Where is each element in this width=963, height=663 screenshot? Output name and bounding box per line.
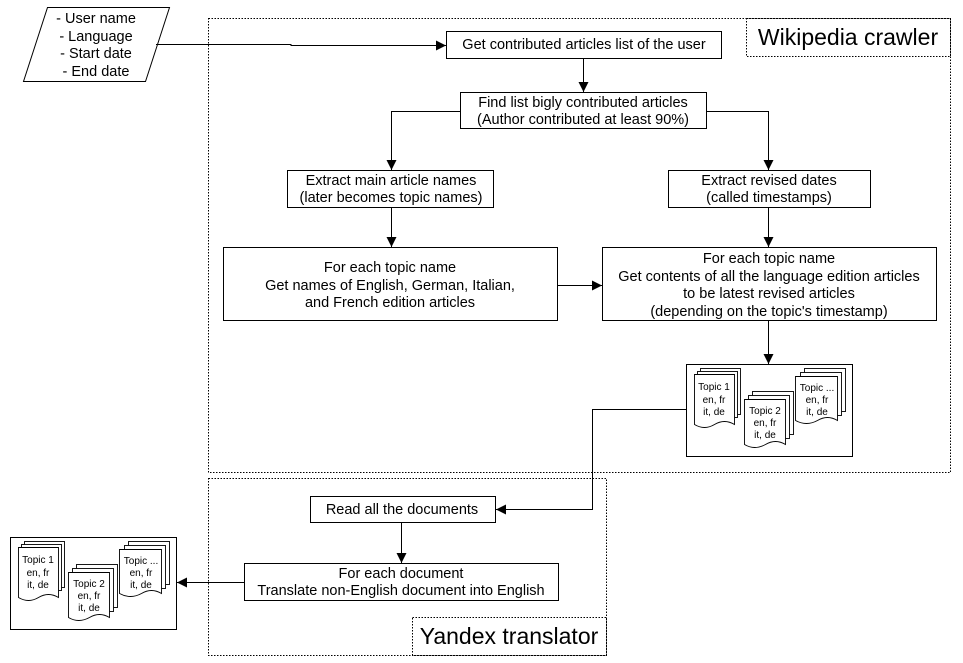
extract-dates-line1: Extract revised dates: [701, 173, 836, 189]
yandex-translator-container: [208, 478, 607, 656]
svg-text:Topic ...: Topic ...: [124, 556, 158, 567]
yandex-translator-title-box: [412, 617, 607, 656]
svg-text:en, fr: en, fr: [27, 568, 50, 579]
translate-line1: For each document: [339, 566, 464, 582]
svg-text:it, de: it, de: [703, 407, 725, 418]
svg-text:Topic ...: Topic ...: [800, 383, 834, 394]
input-end-date: - End date: [63, 64, 130, 80]
input-parameters: [22, 7, 171, 82]
svg-text:Topic 2: Topic 2: [73, 579, 105, 590]
svg-text:it, de: it, de: [27, 580, 49, 591]
arrow-find-to-extract-names: [386, 111, 460, 170]
get-contents-box: [602, 247, 937, 321]
crawled-doc-topic1: Topic 1 en, fr it, de: [694, 368, 741, 428]
translate-box: [244, 563, 559, 601]
arrow-documents-to-read: [496, 409, 686, 515]
svg-text:Topic 1: Topic 1: [22, 555, 54, 566]
svg-text:en, fr: en, fr: [78, 591, 101, 602]
svg-text:en, fr: en, fr: [754, 418, 777, 429]
extract-dates-line2: (called timestamps): [706, 190, 832, 206]
get-language-names-box: [223, 247, 558, 321]
get-contents-line4: (depending on the topic's timestamp): [650, 304, 887, 320]
translated-doc-topic1: Topic 1 en, fr it, de: [18, 541, 65, 601]
get-articles-list-box: [446, 31, 722, 59]
input-start-date: - Start date: [60, 46, 132, 62]
read-documents-text: Read all the documents: [326, 502, 478, 518]
svg-text:it, de: it, de: [754, 430, 776, 441]
yandex-translator-title: Yandex translator: [420, 623, 599, 649]
wikipedia-crawler-title-box: [746, 18, 951, 57]
svg-text:Topic 1: Topic 1: [698, 382, 730, 393]
get-language-names-line2: Get names of English, German, Italian,: [265, 278, 515, 294]
extract-names-line2: (later becomes topic names): [300, 190, 483, 206]
wikipedia-crawler-title: Wikipedia crawler: [758, 24, 939, 50]
translate-line2: Translate non-English document into Engl…: [257, 583, 544, 599]
svg-text:it, de: it, de: [806, 407, 828, 418]
svg-text:Topic 2: Topic 2: [749, 406, 781, 417]
extract-dates-box: [668, 170, 871, 208]
extract-names-box: [287, 170, 494, 208]
get-contents-line3: to be latest revised articles: [683, 286, 855, 302]
find-contributed-line2: (Author contributed at least 90%): [477, 112, 689, 128]
svg-text:en, fr: en, fr: [703, 395, 726, 406]
find-contributed-line1: Find list bigly contributed articles: [478, 95, 688, 111]
svg-text:en, fr: en, fr: [130, 568, 153, 579]
translated-doc-topic2: Topic 2 en, fr it, de: [68, 564, 118, 621]
extract-names-line1: Extract main article names: [306, 173, 477, 189]
arrow-find-to-extract-dates: [707, 111, 774, 170]
crawled-doc-topic2: Topic 2 en, fr it, de: [744, 391, 794, 448]
translated-doc-topicn: Topic ... en, fr it, de: [119, 541, 170, 597]
arrow-input-to-get-list: [156, 40, 446, 51]
get-contents-line1: For each topic name: [703, 251, 835, 267]
get-contents-line2: Get contents of all the language edition…: [618, 269, 919, 285]
input-user-name: - User name: [56, 11, 136, 27]
get-language-names-line3: and French edition articles: [305, 295, 475, 311]
get-language-names-line1: For each topic name: [324, 260, 456, 276]
read-documents-box: [310, 496, 496, 523]
svg-text:en, fr: en, fr: [806, 395, 829, 406]
crawled-doc-topicn: Topic ... en, fr it, de: [795, 368, 846, 424]
find-contributed-box: [460, 92, 707, 129]
get-articles-list-text: Get contributed articles list of the use…: [462, 37, 706, 53]
wikipedia-crawler-container: [208, 18, 951, 473]
svg-text:it, de: it, de: [78, 603, 100, 614]
input-language: - Language: [59, 29, 132, 45]
svg-text:it, de: it, de: [130, 580, 152, 591]
